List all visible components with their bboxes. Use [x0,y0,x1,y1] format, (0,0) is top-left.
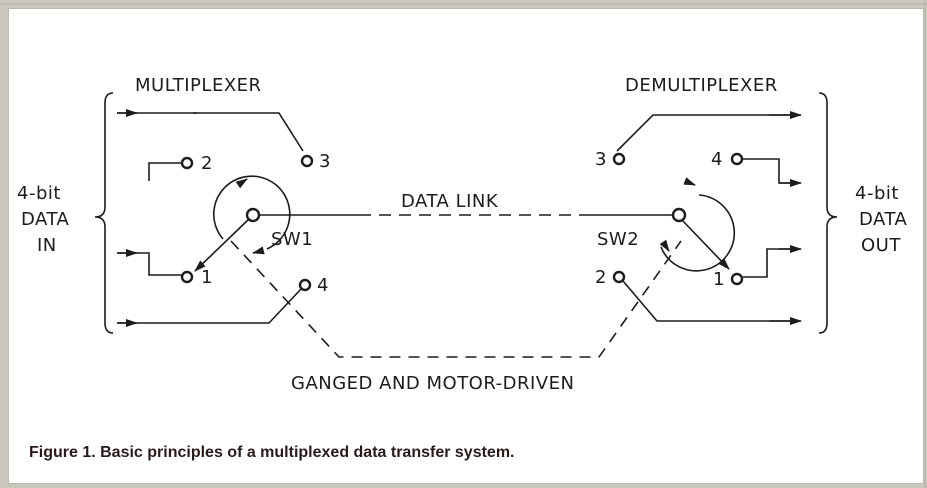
mux-terminal-1-label: 1 [201,267,213,288]
mux-terminal-3-label: 3 [319,151,331,172]
data-link-label: DATA LINK [401,191,499,212]
data-in-line-3: IN [37,235,57,256]
input-brace [94,92,114,334]
sw1-pivot [245,207,261,223]
ganged-label: GANGED AND MOTOR-DRIVEN [291,373,574,394]
mux-input-1-wire [117,252,183,276]
mux-terminal-4-label: 4 [317,275,329,296]
demux-output-3-wire [616,114,799,152]
ganged-linkage [230,240,682,358]
data-in-line-2: DATA [21,209,70,230]
mux-input-3-line [193,112,304,152]
demux-terminal-3 [612,152,626,166]
demux-terminal-4-label: 4 [711,149,723,170]
mux-terminal-4 [298,278,312,292]
sw2-arc-arrow-top [683,177,696,186]
demux-terminal-4 [730,152,744,166]
sw2-label: SW2 [597,229,639,250]
mux-terminal-2-label: 2 [201,153,213,174]
sw2-wiper [680,218,730,270]
mux-input-4-wire [117,288,302,324]
multiplexer-diagram: MULTIPLEXER DEMULTIPLEXER DATA LINK GANG… [17,75,908,394]
demux-terminal-1 [730,272,744,286]
demux-output-1-wire [743,248,799,278]
demux-output-4-wire [743,158,799,184]
demux-terminal-2 [612,270,626,284]
demux-terminal-3-label: 3 [595,149,607,170]
demux-terminal-2-label: 2 [595,267,607,288]
output-brace [818,92,838,334]
sw2-arc-arrow-bottom [659,239,670,252]
data-out-line-3: OUT [861,235,901,256]
mux-terminal-3 [300,154,314,168]
sw2-rotation-arc [660,194,736,272]
multiplexer-label: MULTIPLEXER [135,75,262,96]
data-out-line-2: DATA [859,209,908,230]
sw1-arc-arrow-bottom [252,246,265,255]
demux-terminal-1-label: 1 [713,269,725,290]
mux-terminal-2 [180,156,194,170]
mux-terminal-1 [180,270,194,284]
data-out-line-1: 4-bit [855,183,899,204]
data-in-line-1: 4-bit [17,183,61,204]
sw2-pivot [671,207,687,223]
figure-caption: Figure 1. Basic principles of a multiple… [29,444,515,461]
mux-input-2-wire [148,162,183,181]
figure-panel: MULTIPLEXER DEMULTIPLEXER DATA LINK GANG… [8,8,924,484]
sw1-wiper [194,218,250,272]
sw1-rotation-arc [213,175,291,250]
demux-output-2-wire [622,280,799,322]
demultiplexer-label: DEMULTIPLEXER [625,75,778,96]
sw1-arc-arrow-top [235,178,248,189]
sw1-label: SW1 [271,229,313,250]
